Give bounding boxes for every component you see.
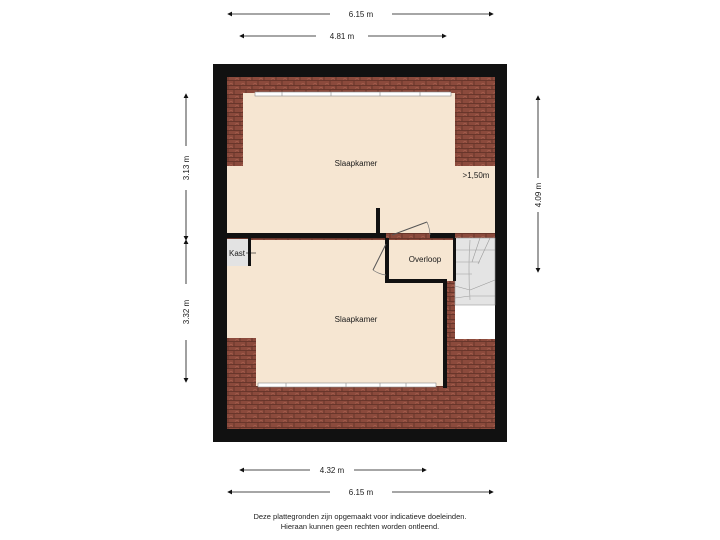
window-top	[254, 91, 452, 97]
disclaimer-line-2: Hieraan kunnen geen rechten worden ontle…	[280, 522, 440, 531]
room-label-landing: Overloop	[409, 255, 442, 264]
lower-bedroom-floor	[227, 240, 443, 386]
dimension-lines	[183, 11, 541, 495]
staircase	[454, 237, 496, 306]
stair-void	[455, 305, 495, 339]
window-bottom	[257, 382, 437, 388]
door-upper-bedroom	[391, 221, 431, 236]
disclaimer-line-1: Deze plattegronden zijn opgemaakt voor i…	[253, 512, 467, 521]
landing-floor	[388, 240, 455, 281]
dim-top-inner: 4.81 m	[330, 32, 355, 41]
dim-top-total: 6.15 m	[349, 10, 374, 19]
dim-bottom-inner: 4.32 m	[320, 466, 345, 475]
dim-left-lower: 3.32 m	[182, 299, 191, 324]
closet-floor	[227, 239, 248, 266]
room-label-upper-bedroom: Slaapkamer	[335, 159, 378, 168]
room-label-closet: Kast	[229, 249, 246, 258]
dim-right-height: 4.09 m	[534, 182, 543, 207]
height-note: >1,50m	[463, 171, 490, 180]
interior-walls	[227, 208, 456, 388]
door-lower-bedroom	[372, 243, 387, 276]
dim-bottom-total: 6.15 m	[349, 488, 374, 497]
room-label-lower-bedroom: Slaapkamer	[335, 315, 378, 324]
upper-bedroom-floor	[227, 93, 495, 233]
disclaimer: Deze plattegronden zijn opgemaakt voor i…	[160, 512, 560, 532]
dim-left-upper: 3.13 m	[182, 155, 191, 180]
